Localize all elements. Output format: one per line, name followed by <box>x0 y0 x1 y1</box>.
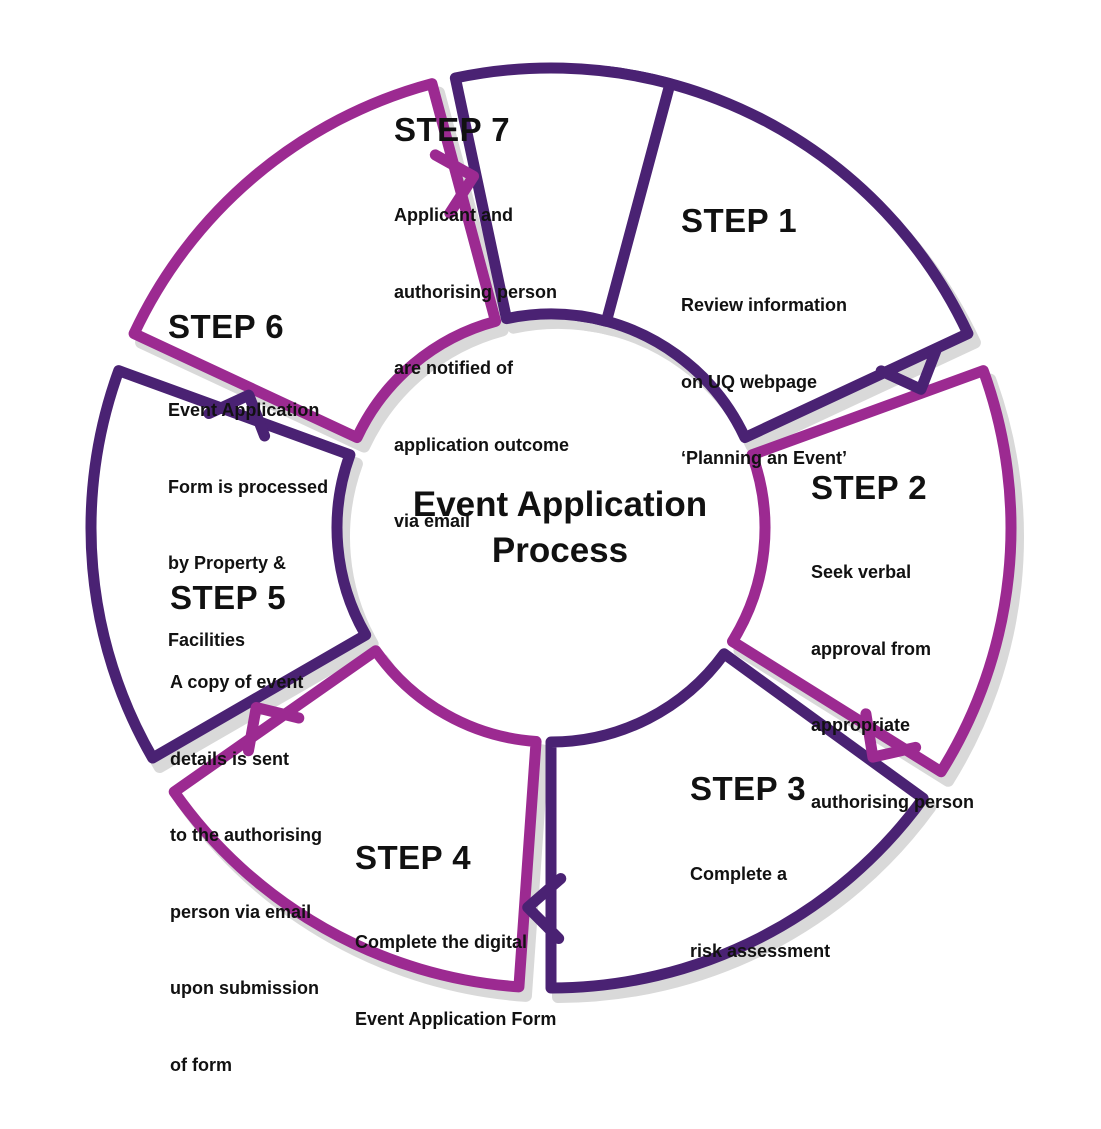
step-3-title: STEP 3 <box>690 770 807 807</box>
step-7-desc-line: are notified of <box>394 358 514 378</box>
flow-arrow-3 <box>522 873 567 945</box>
step-4-desc-line: Complete the digital <box>355 932 528 952</box>
step-1-desc-line: on UQ webpage <box>681 371 818 392</box>
step-1-segment <box>571 65 974 444</box>
step-7-desc-line: authorising person <box>394 281 558 302</box>
process-cycle-diagram <box>85 62 1024 1003</box>
step-5-desc-line: person via email <box>170 901 312 922</box>
step-7-desc-line: via email <box>394 511 471 531</box>
step-2-desc-line: Seek verbal <box>811 562 912 582</box>
flow-arrow-2 <box>860 708 922 763</box>
step-7-desc-line: application outcome <box>394 434 570 455</box>
step-3-desc-line: Complete a <box>690 864 788 884</box>
step-1-description: Review information on UQ webpage ‘Planni… <box>681 242 847 523</box>
step-3-description: Complete a risk assessment <box>690 811 830 1015</box>
step-4-description: Complete the digital Event Application F… <box>355 879 556 1083</box>
step-1-title: STEP 1 <box>681 202 798 239</box>
step-5-segment <box>85 365 372 764</box>
center-title-line2: Process <box>491 531 629 570</box>
flow-arrow-4 <box>242 702 305 757</box>
flow-arrow-1 <box>875 342 943 395</box>
step-2-desc-line: appropriate <box>811 715 911 735</box>
step-6-title: STEP 6 <box>168 308 285 345</box>
step-2-desc-line: authorising person <box>811 791 975 812</box>
flow-arrow-6 <box>429 149 480 219</box>
step-6-desc-line: Event Application <box>168 400 320 420</box>
step-2-desc-line: approval from <box>811 638 932 659</box>
step-2-title: STEP 2 <box>811 469 928 506</box>
step-5-desc-line: upon submission <box>170 978 320 998</box>
step-3-desc-line: risk assessment <box>690 940 831 961</box>
step-5-desc-line: of form <box>170 1054 232 1075</box>
center-title-line1: Event Application <box>412 485 708 524</box>
segments <box>85 62 1017 994</box>
step-2-description: Seek verbal approval from appropriate au… <box>811 509 974 866</box>
step-6-description: Event Application Form is processed by P… <box>168 347 328 704</box>
step-7-desc-line: Applicant and <box>394 205 514 225</box>
step-1-desc-line: Review information <box>681 295 848 315</box>
arrows <box>203 149 943 945</box>
step-5-desc-line: to the authorising <box>170 825 322 845</box>
step-4-desc-line: Event Application Form <box>355 1008 557 1029</box>
step-2-segment <box>726 365 1017 778</box>
step-6-desc-line: Facilities <box>168 629 246 650</box>
step-5-desc-line: details is sent <box>170 748 290 769</box>
step-4-title: STEP 4 <box>355 839 472 876</box>
flow-arrow-5 <box>203 389 271 442</box>
step-1-desc-line: ‘Planning an Event’ <box>681 448 848 468</box>
step-6-desc-line: by Property & <box>168 553 287 573</box>
step-5-desc-line: A copy of event <box>170 672 304 692</box>
step-5-title: STEP 5 <box>170 579 287 616</box>
step-3-segment <box>545 648 929 994</box>
step-6-segment <box>128 78 502 444</box>
step-7-description: Applicant and authorising person are not… <box>394 152 569 586</box>
step-6-desc-line: Form is processed <box>168 476 329 497</box>
step-4-segment <box>168 645 542 993</box>
step-5-description: A copy of event details is sent to the a… <box>170 619 322 1129</box>
step-7-title: STEP 7 <box>394 111 511 148</box>
step-7-segment <box>449 62 676 327</box>
